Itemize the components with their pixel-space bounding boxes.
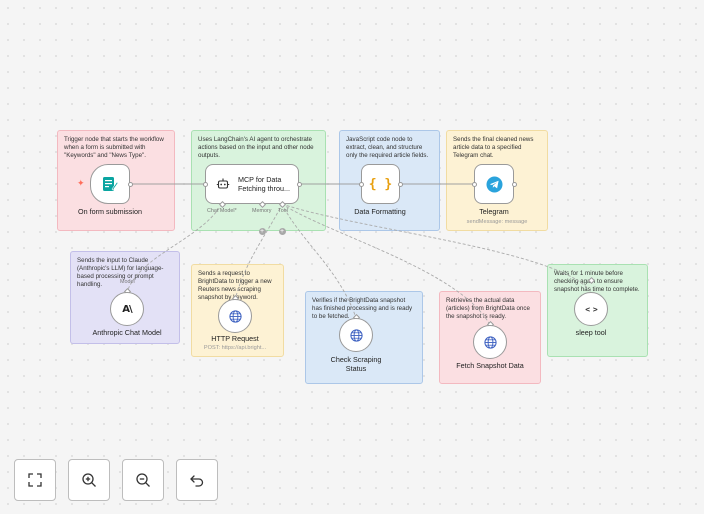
memory-port-label: Memory bbox=[252, 208, 272, 214]
data-formatting-label: Data Formatting bbox=[354, 207, 406, 216]
form-icon bbox=[103, 177, 119, 191]
robot-icon bbox=[216, 178, 230, 189]
undo-icon bbox=[190, 475, 204, 487]
sticky-note-text: Retrieves the actual data (articles) fro… bbox=[446, 297, 530, 320]
telegram-node[interactable] bbox=[474, 164, 514, 204]
ai-agent-title: MCP for Data Fetching throu... bbox=[238, 175, 290, 193]
zoom-in-button[interactable] bbox=[68, 459, 110, 501]
globe-icon bbox=[349, 328, 363, 342]
fit-view-button[interactable] bbox=[14, 459, 56, 501]
ai-agent-node[interactable]: MCP for Data Fetching throu... bbox=[205, 164, 299, 204]
telegram-label: Telegram bbox=[479, 207, 509, 216]
http-request-url: POST: https://api.bright... bbox=[203, 345, 267, 351]
expand-icon bbox=[28, 473, 42, 487]
form-output-port[interactable] bbox=[128, 181, 133, 187]
fetch-snapshot-data-label: Fetch Snapshot Data bbox=[456, 361, 524, 370]
anthropic-chat-model-label: Anthropic Chat Model bbox=[92, 328, 162, 337]
sticky-note-text: Uses LangChain's AI agent to orchestrate… bbox=[198, 136, 314, 159]
globe-icon bbox=[228, 309, 242, 323]
sticky-note-text: Sends the input to Claude (Anthropic's L… bbox=[77, 257, 164, 288]
form-trigger-bolt-icon: ✦ bbox=[77, 178, 85, 188]
check-scraping-status-node[interactable] bbox=[339, 318, 373, 352]
sticky-note-text: Verifies if the BrightData snapshot has … bbox=[312, 297, 413, 320]
code-tag-icon: < > bbox=[585, 304, 597, 314]
telegram-output-port[interactable] bbox=[511, 181, 517, 187]
zoom-out-icon bbox=[136, 473, 150, 487]
code-braces-icon: { } bbox=[368, 176, 393, 192]
agent-output-port[interactable] bbox=[296, 181, 302, 187]
form-trigger-node[interactable] bbox=[90, 164, 130, 204]
globe-icon bbox=[483, 335, 497, 349]
sticky-note-trigger[interactable]: Trigger node that starts the workflow wh… bbox=[57, 130, 175, 231]
zoom-out-button[interactable] bbox=[122, 459, 164, 501]
sleep-tool-node[interactable]: < > bbox=[574, 292, 608, 326]
sleep-tool-label: sleep tool bbox=[575, 328, 607, 337]
sticky-note-text: JavaScript code node to extract, clean, … bbox=[346, 136, 429, 159]
fetch-snapshot-data-node[interactable] bbox=[473, 325, 507, 359]
anthropic-icon: A\ bbox=[122, 303, 132, 315]
chat-model-port-label: Chat Model* bbox=[207, 208, 237, 214]
add-memory-icon[interactable]: + bbox=[258, 228, 266, 235]
sticky-note-text: Sends the final cleaned news article dat… bbox=[453, 136, 534, 159]
telegram-operation: sendMessage: message bbox=[466, 219, 528, 225]
telegram-input-port[interactable] bbox=[471, 181, 477, 187]
format-output-port[interactable] bbox=[397, 181, 403, 187]
zoom-in-icon bbox=[82, 473, 96, 487]
anthropic-chat-model-node[interactable]: A\ bbox=[110, 292, 144, 326]
sticky-note-text: Waits for 1 minute before checking again… bbox=[554, 270, 640, 293]
claude-model-port-label: Model bbox=[120, 279, 135, 285]
http-request-node[interactable] bbox=[218, 299, 252, 333]
http-request-label: HTTP Request bbox=[211, 334, 259, 343]
reset-button[interactable] bbox=[176, 459, 218, 501]
tool-port-label: Tool bbox=[278, 208, 288, 214]
agent-input-port[interactable] bbox=[202, 181, 208, 187]
sticky-note-text: Trigger node that starts the workflow wh… bbox=[64, 136, 164, 159]
data-formatting-node[interactable]: { } bbox=[361, 164, 400, 204]
check-scraping-status-label: Check Scraping Status bbox=[330, 355, 382, 373]
format-input-port[interactable] bbox=[358, 181, 364, 187]
form-trigger-label: On form submission bbox=[78, 207, 142, 216]
telegram-icon bbox=[486, 176, 502, 192]
add-tool-icon[interactable]: + bbox=[278, 228, 286, 235]
